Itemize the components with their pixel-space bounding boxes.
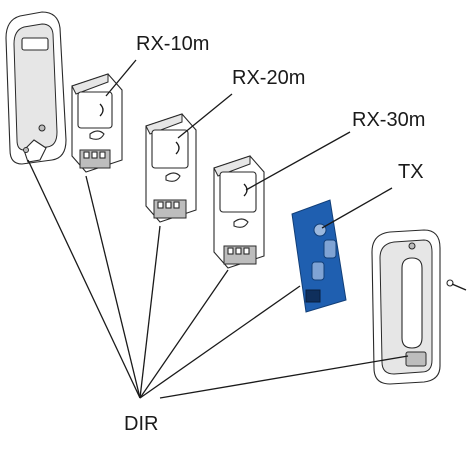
- label-tx: TX: [398, 161, 424, 183]
- label-dir: DIR: [124, 413, 158, 435]
- receiver-housing: [6, 12, 66, 164]
- tx-board: [292, 200, 346, 312]
- label-rx-10m: RX-10m: [136, 33, 209, 55]
- screw: [447, 280, 466, 290]
- rx-30m-module: [214, 156, 264, 268]
- label-rx-30m: RX-30m: [352, 109, 425, 131]
- label-rx-20m: RX-20m: [232, 67, 305, 89]
- rx-10m-module: [72, 74, 122, 172]
